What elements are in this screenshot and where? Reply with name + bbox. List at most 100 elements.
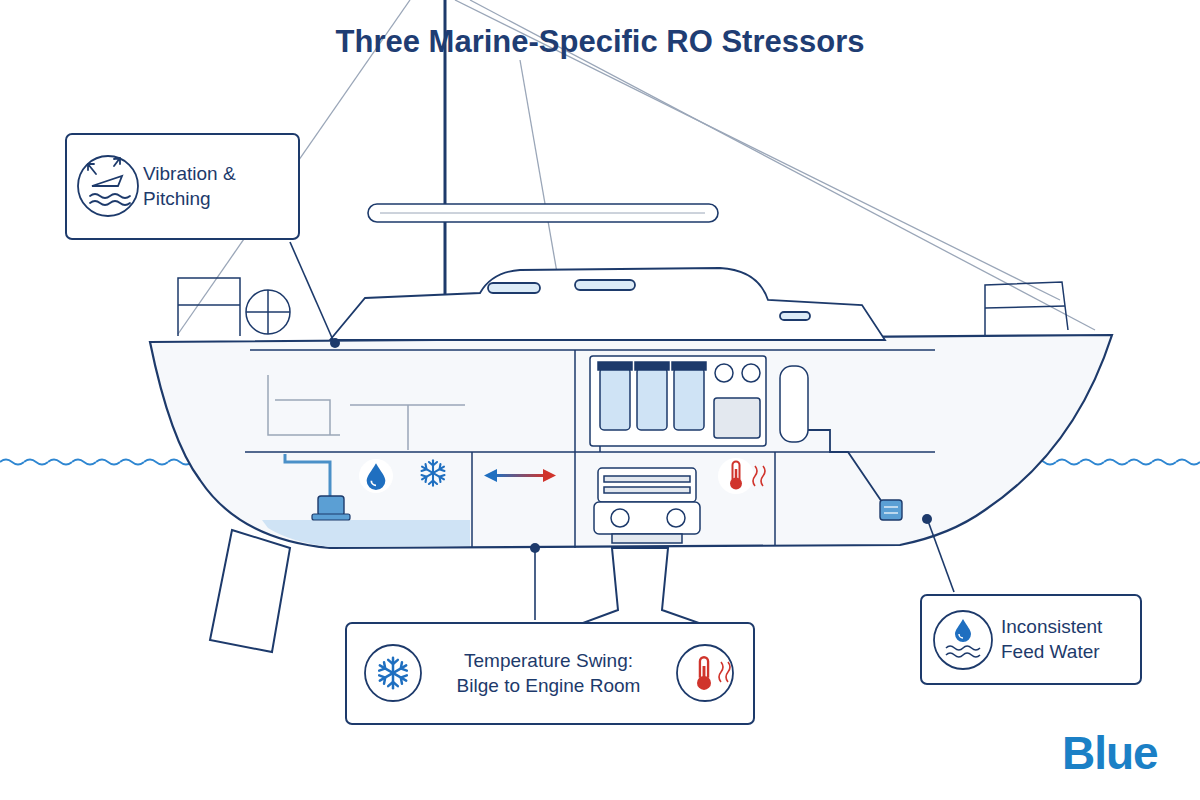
bilge-part (420, 460, 446, 485)
ro-unit-part (637, 368, 667, 430)
engine-part (594, 502, 700, 534)
callout-text: Vibration & Pitching (143, 162, 288, 211)
feed-water-icon-part (934, 611, 992, 669)
callout-box: Inconsistent Feed Water (920, 594, 1142, 685)
callout-text: Temperature Swing: Bilge to Engine Room (441, 649, 656, 698)
mast-and-boom-part (380, 213, 705, 214)
temperature-icons (365, 645, 733, 701)
leader-lines-part (534, 548, 536, 620)
temperature-arrow (484, 469, 556, 482)
vibration-icon-part (90, 194, 130, 198)
ro-unit-part (672, 362, 706, 370)
ro-unit-part (714, 398, 760, 438)
leader-lines-part (922, 514, 932, 524)
leader-lines (290, 242, 954, 620)
ro-unit-part (780, 366, 808, 442)
callout-grounds-part (345, 622, 755, 725)
cabin-house (330, 268, 885, 340)
engine-part (611, 509, 629, 527)
temperature-icons-part (697, 657, 711, 690)
heat-icon-part (718, 458, 754, 494)
hull (150, 335, 1112, 548)
heat-icon-part (730, 462, 742, 490)
engine-part (612, 534, 682, 543)
temperature-icons-part (719, 662, 730, 682)
temperature-arrow-part (494, 474, 546, 477)
feed-line-part (808, 430, 882, 502)
vibration-icon-part (114, 158, 120, 166)
rails-part (985, 306, 1065, 308)
keel-part (210, 530, 290, 652)
engine-part (604, 476, 690, 482)
feed-water-icon-part (946, 646, 980, 657)
brand-logo: Blue (1062, 726, 1158, 780)
engine-part (667, 509, 685, 527)
callout-box: Vibration & Pitching (65, 133, 300, 240)
cabin-house-part (488, 283, 540, 293)
bilge-part (262, 520, 470, 547)
feed-water-icon-part (955, 619, 971, 642)
interior-part (574, 350, 576, 548)
leader-lines-part (928, 521, 954, 592)
interior-part (268, 375, 340, 435)
callout-grounds-part (65, 133, 300, 240)
cabin-house-part (330, 268, 885, 340)
bilge-part (367, 463, 386, 490)
heat-icon-part (753, 466, 765, 486)
vibration-icon-part (78, 156, 138, 216)
engine-part (598, 468, 696, 502)
interior-part (250, 349, 935, 351)
feed-line-part (884, 512, 898, 513)
bilge-part (318, 496, 344, 516)
rails-part (985, 282, 1068, 335)
ro-unit-part (715, 364, 733, 382)
callout-box: Temperature Swing: Bilge to Engine Room (345, 622, 755, 725)
rails (178, 278, 1068, 336)
heat-icon (718, 458, 765, 494)
rails-part (246, 311, 290, 313)
diagram-title: Three Marine-Specific RO Stressors (0, 24, 1200, 60)
ro-unit-part (742, 364, 760, 382)
interior (245, 350, 935, 548)
bilge-part (285, 454, 330, 497)
mast-and-boom-part (368, 204, 718, 222)
ro-unit-part (599, 446, 601, 452)
interior-part (407, 405, 409, 450)
temperature-icons-part (365, 645, 421, 701)
vibration-icon-part (92, 176, 122, 186)
feed-line-part (884, 506, 898, 507)
feed-line (808, 430, 902, 520)
ro-unit-part (600, 368, 630, 430)
feed-line-part (880, 500, 902, 520)
rigging-part (520, 60, 560, 290)
rails-part (178, 304, 240, 306)
ro-unit (590, 356, 808, 452)
engine-part (604, 487, 690, 493)
temperature-icons-part (677, 645, 733, 701)
cabin-house-part (575, 280, 635, 290)
temperature-arrow-part (484, 469, 497, 482)
ro-unit-part (635, 362, 669, 370)
callout-text: Inconsistent Feed Water (1001, 615, 1133, 664)
callout-grounds-part (920, 594, 1142, 685)
temperature-icons-part (377, 658, 408, 688)
leader-lines-part (290, 242, 333, 340)
leader-lines-part (530, 543, 540, 553)
cabin-house-part (780, 312, 810, 320)
interior-part (471, 452, 473, 548)
callout-grounds (65, 133, 1142, 725)
bilge-part (359, 459, 393, 493)
interior-part (275, 400, 330, 435)
vibration-icon-part (90, 201, 130, 205)
interior-part (774, 452, 776, 545)
ro-unit-part (674, 368, 704, 430)
leader-lines-part (330, 338, 340, 348)
vibration-icon-part (88, 164, 96, 174)
vibration-icon (78, 156, 138, 216)
bilge (262, 454, 470, 547)
bilge-part (312, 514, 350, 520)
engine (594, 468, 700, 543)
rails-part (246, 290, 290, 334)
ro-unit-part (590, 356, 766, 446)
